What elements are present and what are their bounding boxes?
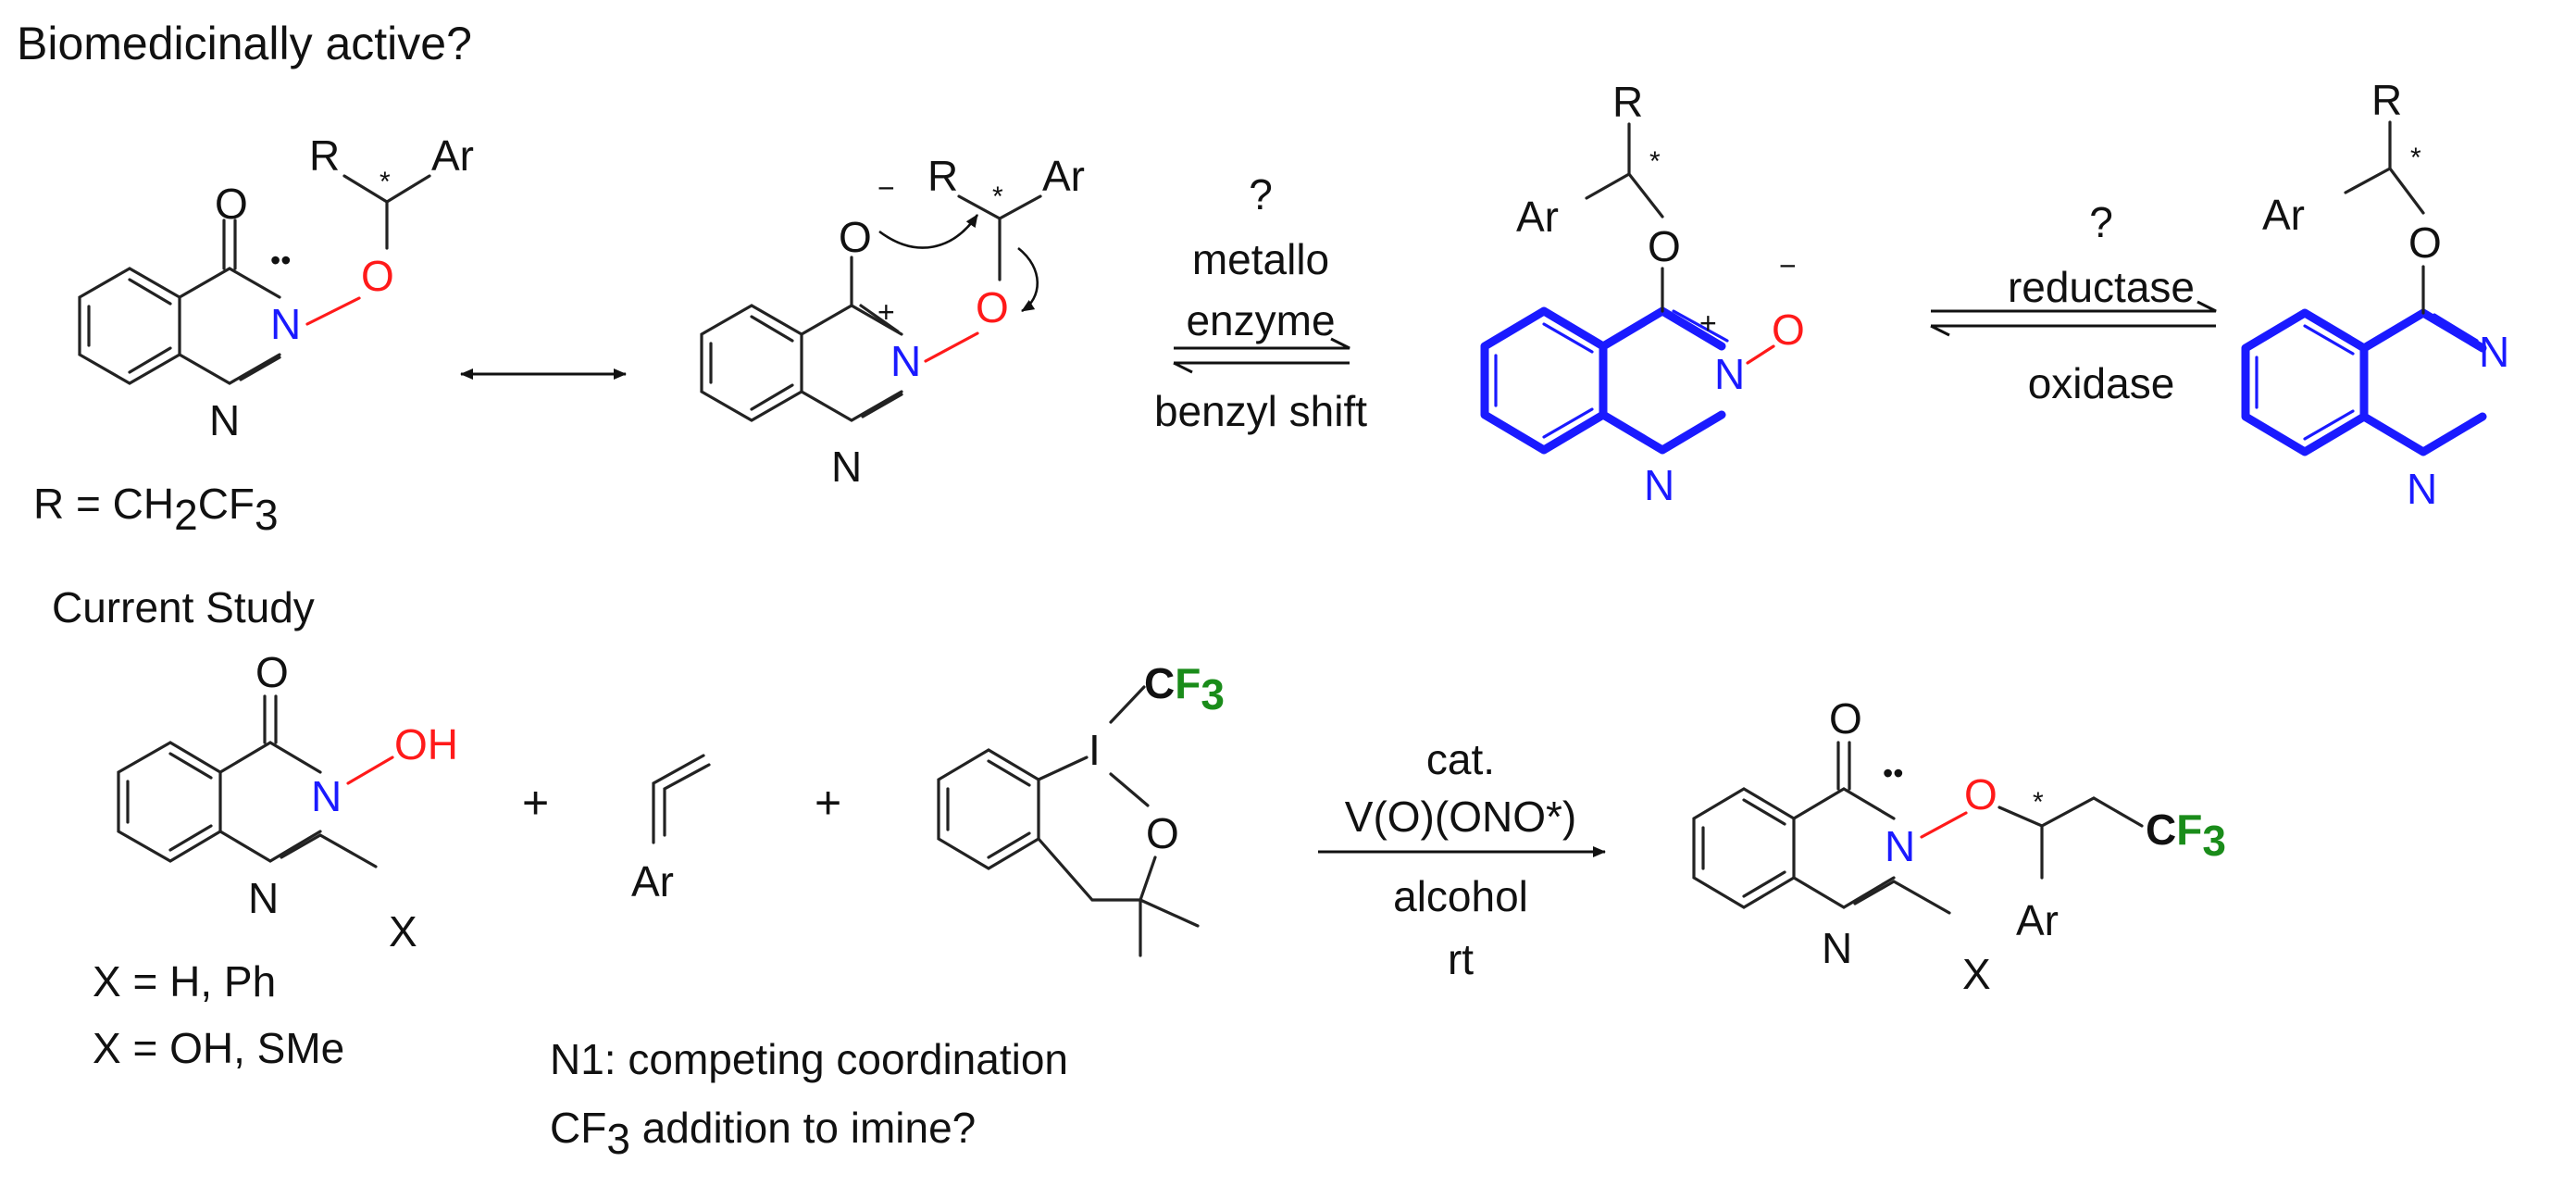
ar-group: Ar <box>431 131 474 180</box>
r-group-4: R <box>2371 76 2402 124</box>
molecule-7-togni-reagent: I CF3 O <box>937 659 1225 957</box>
plus-charge-3: + <box>1699 306 1717 340</box>
plus-sign-2: + <box>815 777 841 829</box>
phenolate-oxygen: O <box>839 213 872 261</box>
molecule-2-zwitterion: O − N + N O * R Ar <box>700 152 1085 491</box>
n3-nitrogen-8: N <box>1885 822 1915 870</box>
hydroxyl-group: OH <box>394 720 458 768</box>
n-oxide-nitrogen: N <box>1714 350 1745 398</box>
r-definition: R = CH2CF3 <box>33 480 279 539</box>
substituent-line-2: X = OH, SMe <box>93 1024 344 1072</box>
arrow2-question: ? <box>2089 198 2113 246</box>
molecule-3-n-oxide: N + O − N O * R Ar <box>1480 78 1805 509</box>
r-group-2: R <box>927 152 958 200</box>
equilibrium-arrow-2-lines <box>1930 300 2217 337</box>
r-group: R <box>309 131 340 180</box>
iodine-atom: I <box>1089 726 1101 774</box>
header-title: Biomedicinally active? <box>17 18 472 69</box>
molecule-1-alkoxy-quinazolinone: O N •• N O * R Ar <box>78 131 474 444</box>
molecule-8-product: O •• N N X O * CF3 Ar <box>1692 694 2226 998</box>
lone-pair: •• <box>270 244 291 277</box>
plus-charge: + <box>877 295 895 329</box>
star-label-4: * <box>2410 143 2421 173</box>
ether-oxygen: O <box>361 252 394 300</box>
arrow2-oxidase: oxidase <box>2028 359 2175 407</box>
note-line-1: N1: competing coordination <box>550 1035 1068 1083</box>
arrow1-metallo: metallo <box>1192 235 1329 283</box>
n1-nitrogen-3: N <box>1644 461 1674 509</box>
ar-group-3: Ar <box>1516 193 1559 241</box>
star-label: * <box>380 167 391 197</box>
cond-cat: cat. <box>1426 735 1495 783</box>
x-substituent-8: X <box>1962 950 1991 998</box>
molecule-4-quinazoline: N N O * R Ar <box>2241 76 2509 513</box>
carbonyl-oxygen-8: O <box>1829 694 1862 743</box>
ether-oxygen-2: O <box>976 283 1009 331</box>
molecule-6-styrene: Ar <box>631 754 711 905</box>
n1-nitrogen-4: N <box>2407 465 2437 513</box>
togni-oxygen: O <box>1146 809 1179 857</box>
carbonyl-oxygen-5: O <box>255 648 289 696</box>
ar-group-2: Ar <box>1042 152 1085 200</box>
n1-nitrogen-2: N <box>831 443 862 491</box>
star-label-8: * <box>2033 787 2044 818</box>
product-ar: Ar <box>2016 896 2059 944</box>
substituent-line-1: X = H, Ph <box>93 957 276 1005</box>
ar-group-4: Ar <box>2262 191 2305 239</box>
note-line-2: CF3 addition to imine? <box>550 1104 976 1163</box>
n1-nitrogen: N <box>209 396 240 444</box>
cond-solvent: alcohol <box>1393 872 1528 920</box>
r-group-3: R <box>1612 78 1643 126</box>
cond-catalyst: V(O)(ONO*) <box>1345 793 1576 841</box>
cond-temperature: rt <box>1448 935 1474 983</box>
product-cf3: CF3 <box>2146 806 2226 865</box>
ether-oxygen-8: O <box>1964 770 1997 818</box>
plus-sign-1: + <box>522 777 549 829</box>
lone-pair-8: •• <box>1883 756 1903 790</box>
togni-cf3: CF3 <box>1144 659 1225 718</box>
star-label-2: * <box>992 181 1003 212</box>
styrene-ar: Ar <box>631 857 674 905</box>
section-label: Current Study <box>52 583 315 631</box>
minus-charge: − <box>877 171 895 205</box>
arrow1-enzyme: enzyme <box>1186 296 1335 344</box>
equilibrium-arrow-1 <box>1173 337 1350 374</box>
ether-oxygen-3: O <box>1648 222 1681 270</box>
minus-charge-3: − <box>1779 249 1797 282</box>
star-label-3: * <box>1649 146 1661 177</box>
n-hydroxy-nitrogen: N <box>311 772 342 820</box>
arrow1-question: ? <box>1249 170 1273 219</box>
n-oxide-oxygen: O <box>1772 306 1805 354</box>
n3-nitrogen-4: N <box>2479 328 2509 376</box>
x-substituent: X <box>389 907 417 955</box>
carbonyl-oxygen: O <box>215 180 248 228</box>
n1-nitrogen-8: N <box>1822 924 1852 972</box>
n1-nitrogen-5: N <box>248 874 279 922</box>
arrow2-reductase: reductase <box>2008 263 2195 311</box>
arrow1-benzyl-shift: benzyl shift <box>1154 387 1367 435</box>
molecule-5-hydroxy-quinazolinone: O N OH N X <box>117 648 458 955</box>
n3-nitrogen: N <box>270 300 301 348</box>
n-plus-nitrogen: N <box>890 337 921 385</box>
ether-oxygen-4: O <box>2408 219 2442 267</box>
